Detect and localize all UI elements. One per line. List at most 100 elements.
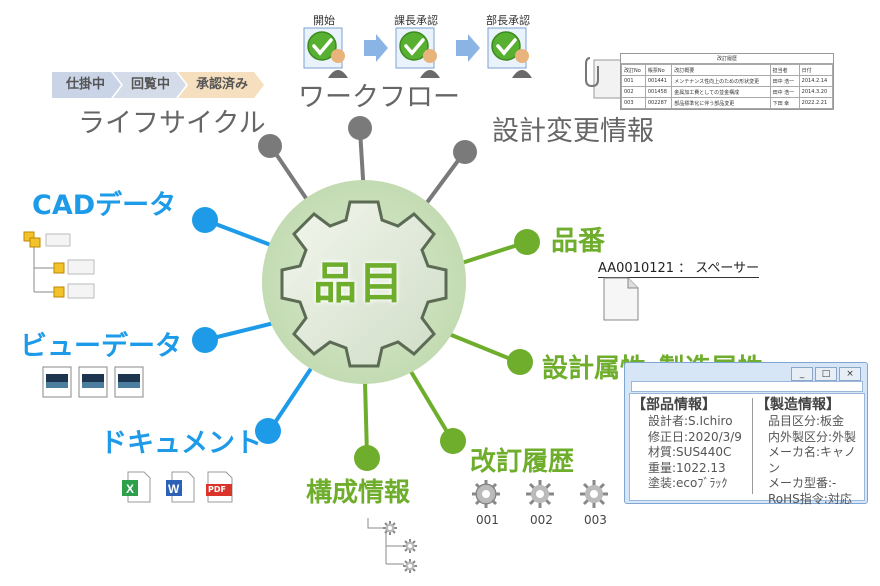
- image-thumbnail-icon: [114, 366, 144, 398]
- close-icon[interactable]: ×: [839, 367, 861, 381]
- word-icon: W: [166, 471, 195, 503]
- view-data-label: ビューデータ: [20, 331, 182, 362]
- table-header-row: 改訂No 帳票No 改訂概要 担当者 日付: [621, 64, 834, 76]
- table-cell: 2022.2.21: [798, 97, 834, 109]
- minimize-icon[interactable]: _: [791, 367, 813, 381]
- document-icon: [603, 277, 639, 321]
- table-row: 001 001441 メンテナンス性向上のための形状変更 田中 浩一 2014.…: [621, 75, 834, 87]
- change-info-label: 設計変更情報: [492, 116, 654, 147]
- workflow-step-label: 部長承認: [486, 14, 530, 27]
- approver-icon: [395, 27, 440, 78]
- column-divider: [752, 398, 753, 494]
- central-gear-icon: [280, 200, 448, 368]
- table-cell: 002: [621, 86, 646, 98]
- manufacturing-info-title: 【製造情報】: [756, 397, 840, 413]
- workflow-icons: [303, 27, 532, 78]
- gear-icon: [526, 480, 554, 508]
- column-header: 改訂No: [621, 64, 646, 76]
- manufacturing-info-line: メーカ名:キャノン: [768, 445, 857, 475]
- table-cell: 下田 幸: [769, 97, 800, 109]
- maximize-icon[interactable]: □: [815, 367, 837, 381]
- design-info: 【部品情報】 設計者:S.Ichiro 修正日:2020/3/9 材質:SUS4…: [632, 396, 742, 492]
- design-info-title: 【部品情報】: [632, 397, 716, 413]
- lifecycle-step: 承認済み: [178, 72, 264, 98]
- cad-tree-icon: [23, 231, 95, 299]
- pdf-icon: [206, 471, 233, 503]
- table-cell: 金属加工費としての並金構成: [671, 86, 771, 98]
- part-number-value: AA0010121 ： スペーサー: [598, 261, 760, 278]
- table-cell: 001458: [644, 86, 673, 98]
- image-thumbnail-icon: [78, 366, 108, 398]
- lifecycle-label: ライフサイクル: [78, 108, 266, 139]
- table-cell: 田中 浩一: [769, 86, 800, 98]
- manufacturing-info-line: 品目区分:板金: [768, 414, 845, 428]
- gear-icon: [403, 539, 417, 553]
- document-icons: X W: [122, 471, 233, 503]
- gear-icon: [472, 480, 500, 508]
- revision-number: 001: [476, 513, 499, 527]
- view-thumbnails: [42, 366, 144, 398]
- lifecycle-step: 仕掛中: [52, 72, 121, 98]
- green-nodes: [354, 229, 540, 471]
- excel-icon: X: [122, 471, 151, 503]
- part-number-label: 品番: [551, 226, 605, 257]
- gear-icon: [403, 559, 417, 573]
- table-cell: 田中 浩一: [769, 75, 800, 87]
- manufacturing-info-line: RoHS指令:対応: [768, 491, 852, 506]
- center-label: 品目: [313, 258, 405, 309]
- attributes-window: _ □ × 【部品情報】 設計者:S.Ichiro 修正日:2020/3/9 材…: [624, 362, 868, 506]
- manufacturing-info-line: 内外製区分:外製: [768, 429, 857, 444]
- design-info-line: 設計者:S.Ichiro: [648, 414, 733, 428]
- column-header: 日付: [798, 64, 834, 76]
- gear-icon: [580, 480, 608, 508]
- svg-text:X: X: [126, 482, 134, 496]
- blue-nodes: [192, 207, 281, 444]
- table-cell: 001: [621, 75, 646, 87]
- attributes-panel: 【部品情報】 設計者:S.Ichiro 修正日:2020/3/9 材質:SUS4…: [629, 393, 865, 506]
- table-cell: メンテナンス性向上のための形状変更: [671, 75, 771, 87]
- image-thumbnail-icon: [42, 366, 72, 398]
- arrow-right-icon: [456, 34, 480, 62]
- gray-nodes: [258, 116, 477, 164]
- change-history-table: 改訂履歴 改訂No 帳票No 改訂概要 担当者 日付 001 001441 メン…: [620, 53, 834, 110]
- table-row: 002 001458 金属加工費としての並金構成 田中 浩一 2014.3.20: [621, 86, 834, 98]
- lifecycle-step: 回覧中: [113, 72, 186, 98]
- pdf-icon-label: PDF: [208, 485, 226, 494]
- manufacturing-info: 【製造情報】 品目区分:板金 内外製区分:外製 メーカ名:キャノン メーカ型番:…: [756, 396, 864, 507]
- approver-icon: [487, 27, 532, 78]
- manufacturing-info-line: メーカ型番:-: [768, 476, 837, 490]
- window-controls: _ □ ×: [791, 367, 861, 381]
- table-title: 改訂履歴: [621, 54, 833, 64]
- revision-number: 003: [584, 513, 607, 527]
- column-header: 担当者: [769, 64, 800, 76]
- table-cell: 001441: [644, 75, 673, 87]
- table-cell: 部品標準化に伴う部品変更: [671, 97, 771, 109]
- lifecycle-steps: 仕掛中 回覧中 承認済み: [52, 72, 256, 98]
- table-cell: 003: [621, 97, 646, 109]
- table-cell: 002287: [644, 97, 673, 109]
- revision-label: 改訂履歴: [470, 447, 575, 477]
- table-cell: 2014.2.14: [798, 75, 834, 87]
- workflow-step-label: 課長承認: [394, 14, 438, 27]
- workflow-step-label: 開始: [313, 14, 335, 27]
- design-info-line: 重量:1022.13: [648, 460, 726, 475]
- design-info-line: 材質:SUS440C: [648, 445, 732, 459]
- structure-label: 構成情報: [306, 478, 411, 508]
- workflow-label: ワークフロー: [298, 82, 460, 113]
- cad-label: CADデータ: [32, 190, 177, 221]
- revision-number: 002: [530, 513, 553, 527]
- svg-text:W: W: [168, 482, 180, 496]
- revision-gears: [472, 480, 608, 508]
- column-header: 帳票No: [644, 64, 673, 76]
- structure-tree-icon: [367, 518, 417, 573]
- approver-icon: [303, 27, 348, 78]
- table-row: 003 002287 部品標準化に伴う部品変更 下田 幸 2022.2.21: [621, 97, 834, 109]
- documents-label: ドキュメント: [100, 428, 262, 459]
- table-cell: 2014.3.20: [798, 86, 834, 98]
- arrow-right-icon: [364, 34, 388, 62]
- column-header: 改訂概要: [671, 64, 771, 76]
- gear-icon: [383, 521, 397, 535]
- design-info-line: 塗装:ecoﾌﾞﾗｯｸ: [648, 476, 728, 490]
